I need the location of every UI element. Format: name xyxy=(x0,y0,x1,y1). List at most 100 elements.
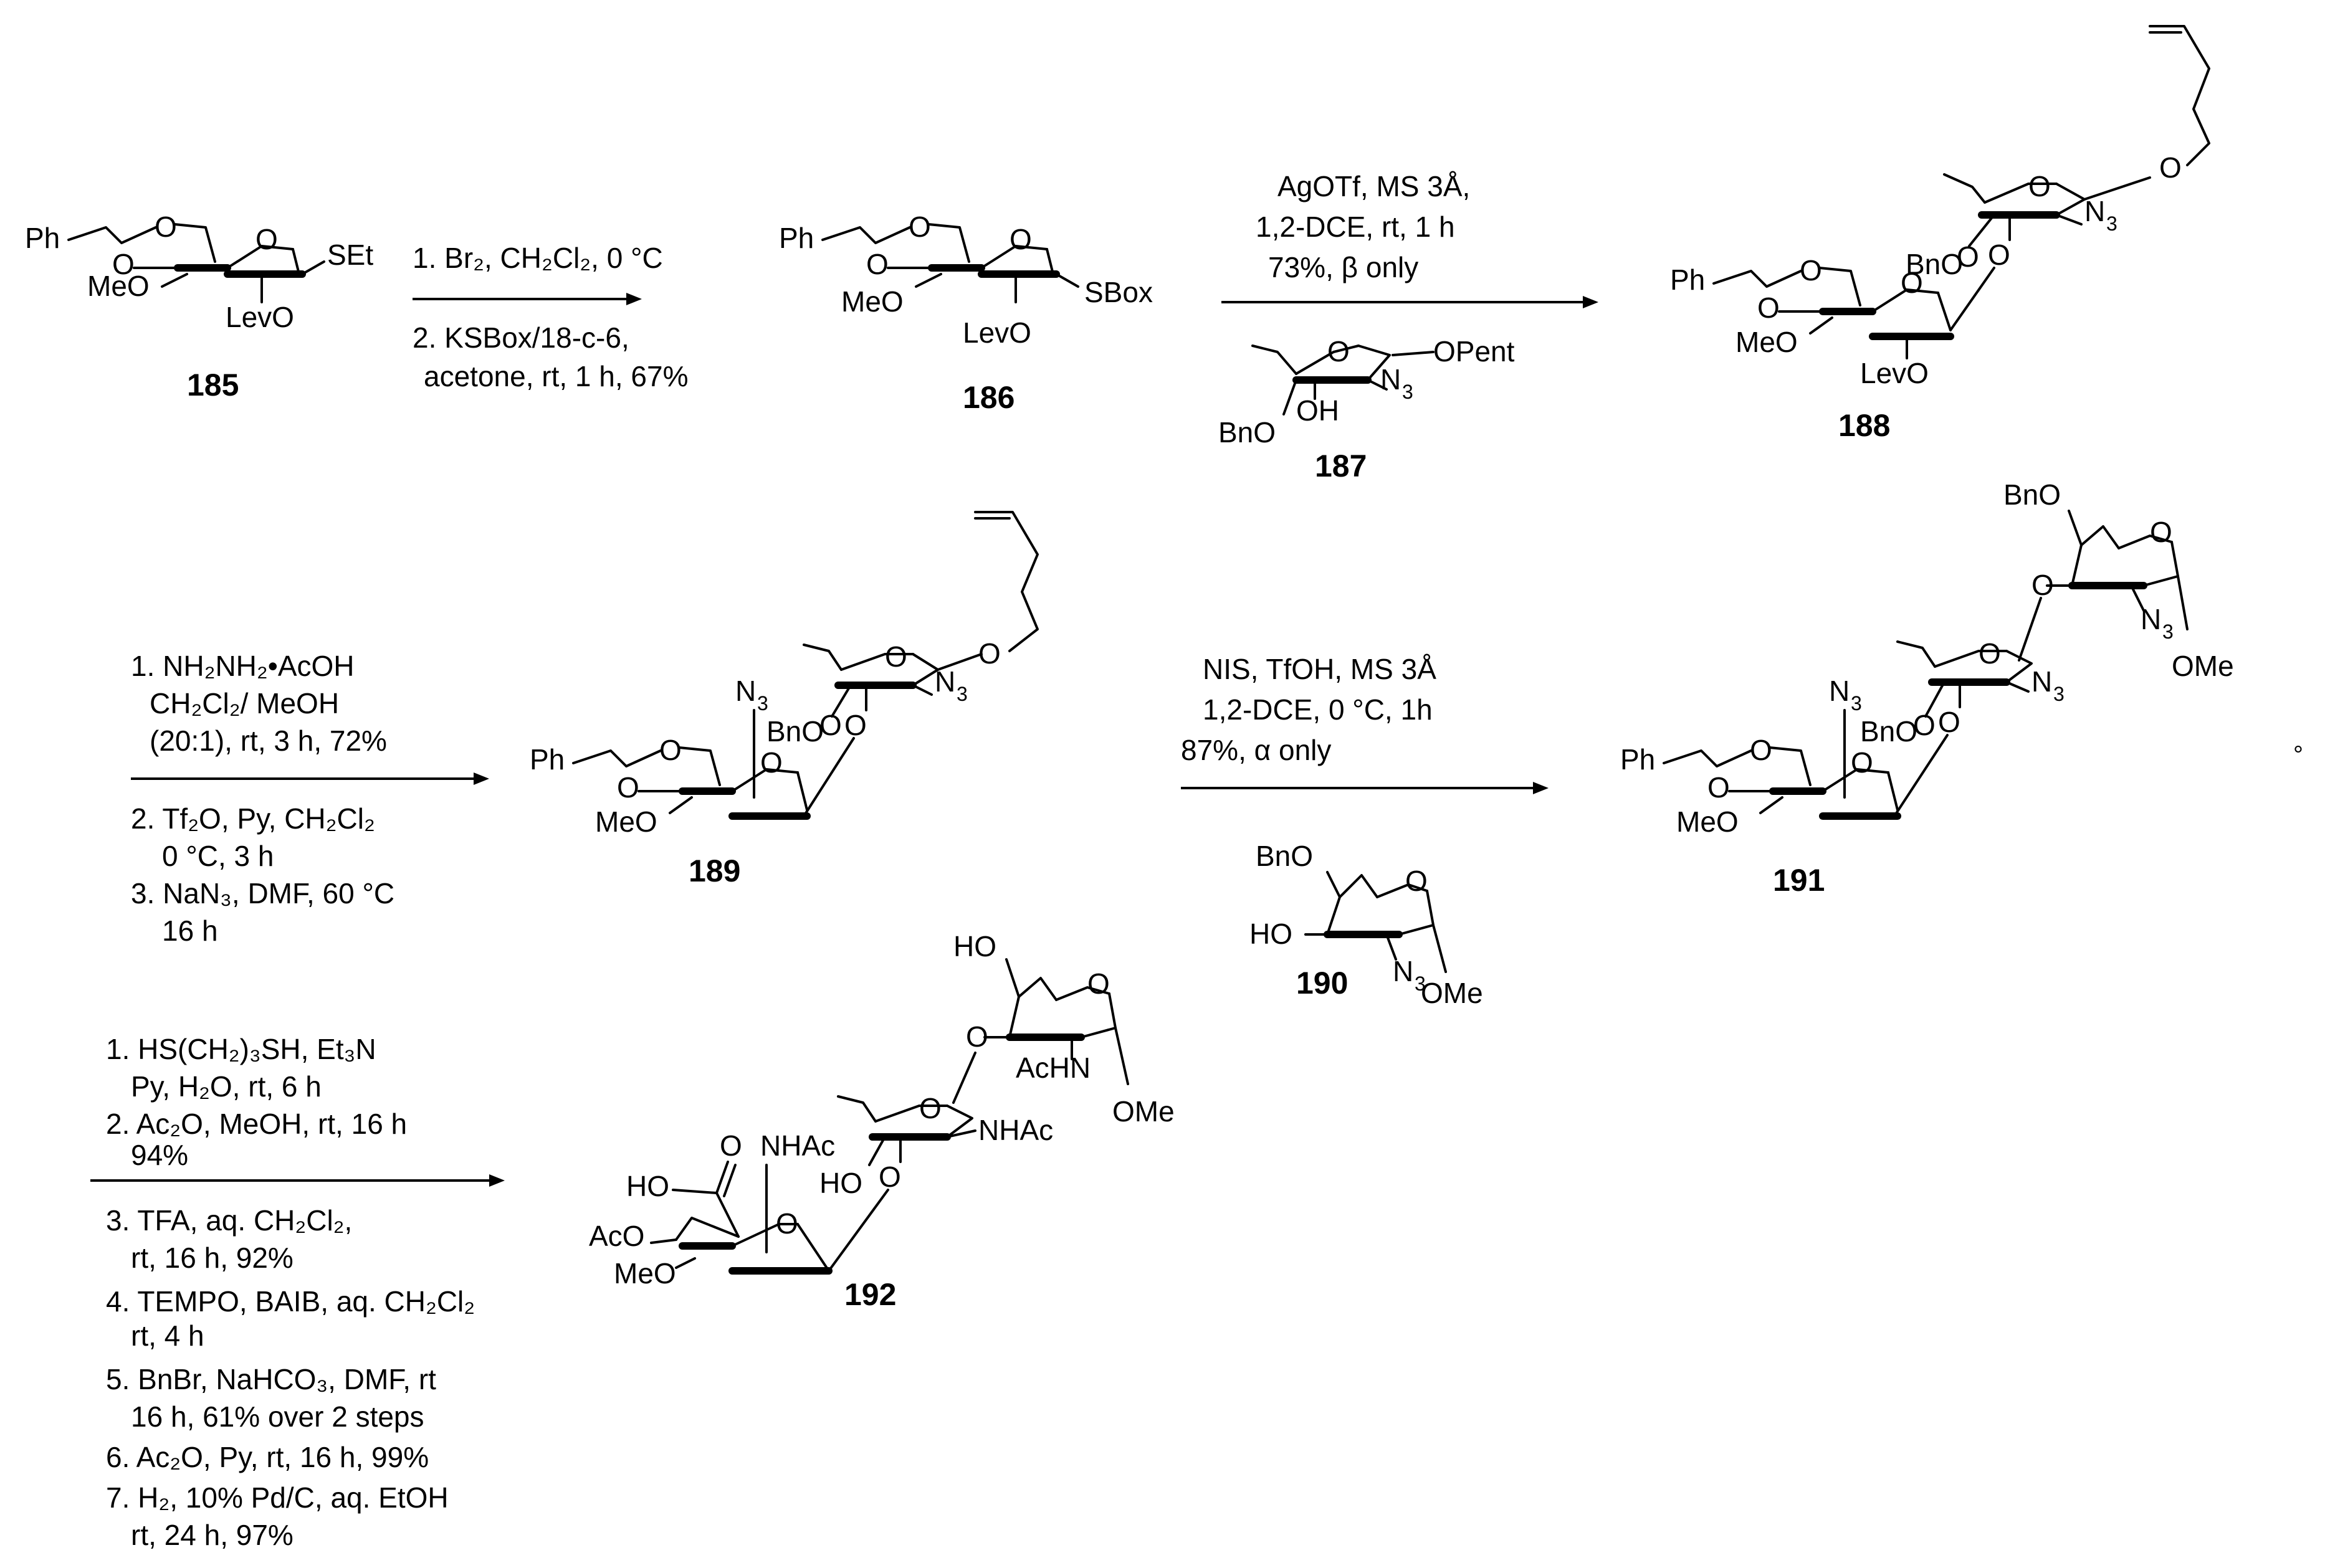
acetal-o2-label: O xyxy=(1800,254,1822,287)
cond-5b-line1: 3. TFA, aq. CH₂Cl₂, xyxy=(106,1204,352,1237)
levo-label: LevO xyxy=(963,316,1031,349)
link-o-label: O xyxy=(844,709,867,741)
compound-188: O O N 3 O BnO O Ph O O O MeO LevO 188 xyxy=(1670,25,2210,443)
ph-label: Ph xyxy=(779,222,814,254)
compound-185: Ph O O O MeO LevO SEt 185 xyxy=(25,211,373,402)
top-n3-subscript: 3 xyxy=(2162,620,2174,643)
acetal-o2-label: O xyxy=(1750,734,1772,766)
cond-5b-line3: 4. TEMPO, BAIB, aq. CH₂Cl₂ xyxy=(106,1285,475,1318)
nhac-mid-label: NHAc xyxy=(978,1114,1053,1146)
top-link-o-label: O xyxy=(966,1020,988,1053)
label-192: 192 xyxy=(844,1277,896,1312)
low-ring-o-label: O xyxy=(1851,746,1873,779)
ph-label: Ph xyxy=(1670,264,1705,296)
cond-1-line3: acetone, rt, 1 h, 67% xyxy=(424,360,689,392)
ph-label: Ph xyxy=(530,743,565,776)
label-185: 185 xyxy=(187,368,239,402)
n3-subscript: 3 xyxy=(2106,212,2117,235)
levo-label: LevO xyxy=(1860,357,1929,389)
acetal-o2-label: O xyxy=(909,211,931,243)
cond-4-line2: 1,2-DCE, 0 °C, 1h xyxy=(1203,693,1433,726)
cond-4-line3: 87%, α only xyxy=(1181,734,1331,766)
top-ring-o-label: O xyxy=(2150,516,2172,548)
reaction-arrow-2: AgOTf, MS 3Å, 1,2-DCE, rt, 1 h 73%, β on… xyxy=(1221,170,1598,308)
link-o-label: O xyxy=(1988,239,2010,271)
n3-axial-label: N xyxy=(1829,675,1850,707)
ho-label: HO xyxy=(1249,918,1292,950)
ring-o-label: O xyxy=(2028,170,2051,202)
reaction-arrow-5: 1. HS(CH₂)₃SH, Et₃N Py, H₂O, rt, 6 h 2. … xyxy=(90,1033,505,1551)
bno-label: BnO xyxy=(766,715,824,748)
meo-label: MeO xyxy=(1735,326,1798,358)
ring-o-label: O xyxy=(1405,865,1428,897)
label-186: 186 xyxy=(963,380,1015,415)
n3-axial-subscript: 3 xyxy=(1851,692,1862,715)
cond-5a-line2: Py, H₂O, rt, 6 h xyxy=(131,1070,322,1103)
n3-label: N xyxy=(1380,363,1401,396)
top-ring-o-label: O xyxy=(1087,967,1110,1000)
bno-top-label: BnO xyxy=(2003,478,2061,511)
acetal-o-label: O xyxy=(1757,292,1780,324)
ph-label: Ph xyxy=(25,222,60,254)
ph-label: Ph xyxy=(1620,743,1655,776)
cond-5b-line4: rt, 4 h xyxy=(131,1319,204,1352)
compound-190: BnO O HO N 3 OMe 190 xyxy=(1249,840,1483,1009)
cond-3b-line4: 16 h xyxy=(162,915,218,947)
reaction-arrow-4: NIS, TfOH, MS 3Å 1,2-DCE, 0 °C, 1h 87%, … xyxy=(1181,653,1549,794)
label-190: 190 xyxy=(1296,966,1348,1000)
acetal-o-label: O xyxy=(617,771,639,804)
aco-label: AcO xyxy=(589,1220,644,1252)
ring-o-label: O xyxy=(1327,335,1350,368)
top-n3-label: N xyxy=(2141,603,2161,635)
levo-label: LevO xyxy=(226,301,294,333)
low-ring-o-label: O xyxy=(776,1207,798,1240)
ring-o-label: O xyxy=(885,640,907,673)
label-188: 188 xyxy=(1838,408,1890,443)
n3-label: N xyxy=(1393,955,1413,987)
n3-label: N xyxy=(935,665,955,698)
mid-bno-o-label: O xyxy=(1913,709,1936,741)
cond-2-line3: 73%, β only xyxy=(1268,251,1418,283)
cond-3a-line1: 1. NH₂NH₂•AcOH xyxy=(131,650,355,682)
cond-3b-line1: 2. Tf₂O, Py, CH₂Cl₂ xyxy=(131,802,375,835)
mid-link-o-label: O xyxy=(1938,706,1960,738)
cond-3a-line2: CH₂Cl₂/ MeOH xyxy=(150,687,339,720)
mid-n3-label: N xyxy=(2031,665,2052,698)
ring-o-label: O xyxy=(1010,223,1032,255)
acetal-o2-label: O xyxy=(659,734,682,766)
bno-label: BnO xyxy=(1906,248,1963,280)
reaction-arrow-1: 1. Br₂, CH₂Cl₂, 0 °C 2. KSBox/18-c-6, ac… xyxy=(413,242,689,392)
acid-ho-label: HO xyxy=(626,1170,669,1202)
cond-2-line2: 1,2-DCE, rt, 1 h xyxy=(1256,211,1455,243)
acetal-o-label: O xyxy=(866,248,889,280)
cond-1-line2: 2. KSBox/18-c-6, xyxy=(413,321,629,354)
cond-4-line1: NIS, TfOH, MS 3Å xyxy=(1203,653,1436,685)
cond-5a-line1: 1. HS(CH₂)₃SH, Et₃N xyxy=(106,1033,376,1065)
ome-label: OMe xyxy=(1112,1095,1175,1128)
compound-189: O O N 3 O BnO O N 3 Ph O O O MeO 189 xyxy=(530,511,1039,888)
meo-label: MeO xyxy=(595,805,657,838)
set-label: SEt xyxy=(327,239,373,271)
compound-187: O OPent N 3 OH BnO 187 xyxy=(1218,335,1515,483)
n3-subscript: 3 xyxy=(1415,972,1426,995)
meo-label: MeO xyxy=(1676,805,1739,838)
mid-n3-subscript: 3 xyxy=(2053,683,2065,705)
cond-5b-line9: rt, 24 h, 97% xyxy=(131,1519,294,1551)
bno-label: BnO xyxy=(1218,416,1276,449)
carbonyl-o-label: O xyxy=(720,1129,742,1162)
gluc-ring-o-label: O xyxy=(1901,267,1923,299)
cond-3b-line3: 3. NaN₃, DMF, 60 °C xyxy=(131,877,394,910)
acetal-o-label: O xyxy=(112,248,135,280)
ho-top-label: HO xyxy=(953,930,996,962)
cond-5b-line5: 5. BnBr, NaHCO₃, DMF, rt xyxy=(106,1363,436,1395)
cond-2-line1: AgOTf, MS 3Å, xyxy=(1277,170,1470,202)
chain-o-label: O xyxy=(2159,151,2182,184)
acetal-o-label: O xyxy=(1707,771,1730,804)
label-187: 187 xyxy=(1315,449,1367,483)
oh-label: OH xyxy=(1296,394,1339,427)
bno-upper-label: O xyxy=(1957,240,1979,273)
mid-ring-o-label: O xyxy=(919,1092,942,1124)
mid-bno-label: BnO xyxy=(1860,715,1917,748)
cond-1-line1: 1. Br₂, CH₂Cl₂, 0 °C xyxy=(413,242,663,274)
ho-mid-label: HO xyxy=(819,1167,862,1199)
